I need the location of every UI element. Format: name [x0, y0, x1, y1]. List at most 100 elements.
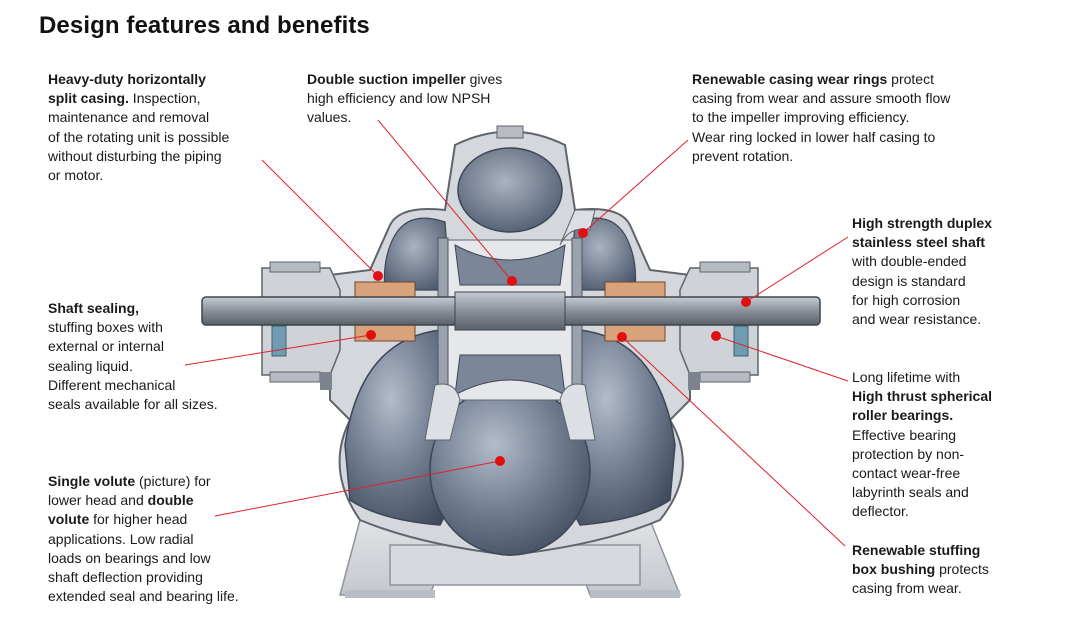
callout-shaft-sealing: Shaft sealing, stuffing boxes with externa… [48, 299, 218, 414]
callout-line: casing from wear. [852, 579, 989, 598]
callout-text: Effective bearing [852, 426, 957, 443]
callout-line: loads on bearings and low [48, 549, 239, 568]
callout-text: Long lifetime with [852, 369, 961, 385]
callout-line: Effective bearing [852, 426, 992, 445]
red-callout-dot [495, 456, 505, 466]
callout-line: extended seal and bearing life. [48, 587, 239, 606]
callout-text: Inspection, [128, 90, 201, 107]
callout-bold-text: Single volute [48, 473, 136, 489]
callout-line: shaft deflection providing [48, 568, 239, 587]
callout-line: prevent rotation. [692, 147, 950, 166]
callout-text: stuffing boxes with [48, 319, 163, 336]
callout-line: deflector. [852, 502, 992, 521]
callout-text: with double-ended [852, 253, 967, 270]
bearing-housing-left [261, 261, 341, 390]
callout-line: protection by non- [852, 445, 992, 464]
callout-text: without disturbing the piping [48, 147, 222, 164]
callout-line: and wear resistance. [852, 310, 992, 329]
callout-line: design is standard [852, 272, 992, 291]
callout-line: applications. Low radial [48, 530, 239, 549]
callout-line: Different mechanical [48, 376, 218, 395]
callout-bold-text: Shaft sealing, [48, 300, 140, 316]
callout-text: deflector. [852, 503, 909, 520]
callout-bold-text: split casing. [48, 90, 129, 107]
callout-bold-text: Renewable stuffing [852, 542, 981, 558]
callout-line: Wear ring locked in lower half casing to [692, 128, 950, 147]
bearing-housing-right [679, 261, 759, 390]
red-callout-dot [711, 331, 721, 341]
callout-text: for higher head [89, 511, 188, 528]
callout-text: casing from wear. [852, 580, 962, 597]
callout-text: lower head and [48, 492, 148, 509]
callout-bold-text: Double suction impeller [307, 71, 466, 87]
callout-text: Different mechanical [48, 376, 176, 393]
callout-text: protection by non- [852, 445, 965, 462]
callout-text: protects [935, 561, 989, 578]
callout-text: labyrinth seals and [852, 484, 969, 501]
callout-bold-text: Heavy-duty horizontally [48, 71, 206, 87]
callout-line: of the rotating unit is possible [48, 128, 229, 147]
callout-line: Renewable stuffing [852, 541, 989, 560]
callout-text: casing from wear and assure smooth flow [692, 90, 951, 107]
red-callout-dot [617, 332, 627, 342]
red-callout-dot [741, 297, 751, 307]
callout-text: high efficiency and low NPSH [307, 90, 491, 107]
callout-text: or motor. [48, 167, 104, 184]
callout-dots [366, 228, 751, 466]
callout-line: High strength duplex [852, 214, 992, 233]
callout-text: applications. Low radial [48, 530, 194, 547]
callout-text: contact wear-free [852, 465, 961, 482]
leader-lines [184, 119, 849, 547]
callout-line: roller bearings. [852, 406, 992, 425]
callout-text: sealing liquid. [48, 357, 133, 374]
callout-split-casing: Heavy-duty horizontally split casing. Ins… [48, 70, 229, 185]
callout-line: or motor. [48, 166, 229, 185]
callout-line: with double-ended [852, 252, 992, 271]
callout-line: stainless steel shaft [852, 233, 992, 252]
callout-line: external or internal [48, 337, 218, 356]
callout-text: prevent rotation. [692, 147, 794, 164]
red-callout-dot [366, 330, 376, 340]
callout-line: stuffing boxes with [48, 318, 218, 337]
callout-line: to the impeller improving efficiency. [692, 108, 950, 127]
callout-bold-text: High thrust spherical [852, 388, 993, 405]
callout-line: maintenance and removal [48, 108, 229, 127]
callout-line: box bushing protects [852, 560, 989, 579]
callout-text: to the impeller improving efficiency. [692, 109, 910, 126]
callout-line: split casing. Inspection, [48, 89, 229, 108]
callout-text: external or internal [48, 338, 164, 355]
callout-line: for high corrosion [852, 291, 992, 310]
callout-line: High thrust spherical [852, 387, 992, 406]
shaft [201, 291, 821, 331]
callout-text: (picture) for [135, 473, 211, 489]
callout-text: values. [307, 109, 352, 126]
callout-text: of the rotating unit is possible [48, 128, 230, 145]
callout-text: Wear ring locked in lower half casing to [692, 128, 936, 145]
callout-line: Shaft sealing, [48, 299, 218, 318]
callout-line: Long lifetime with [852, 368, 992, 387]
red-callout-dot [373, 271, 383, 281]
callout-text: extended seal and bearing life. [48, 588, 239, 605]
callout-line: Heavy-duty horizontally [48, 70, 229, 89]
callout-bold-text: roller bearings. [852, 407, 954, 424]
callout-text: and wear resistance. [852, 311, 982, 328]
page-title: Design features and benefits [39, 12, 370, 39]
callout-text: shaft deflection providing [48, 569, 203, 586]
callout-bold-text: Renewable casing wear rings [692, 71, 888, 87]
callout-text: loads on bearings and low [48, 549, 211, 566]
callout-text: gives [465, 71, 503, 87]
callout-line: seals available for all sizes. [48, 395, 218, 414]
callout-text: protect [887, 71, 934, 87]
callout-line: high efficiency and low NPSH [307, 89, 502, 108]
callout-line: casing from wear and assure smooth flow [692, 89, 950, 108]
callout-line: Double suction impeller gives [307, 70, 502, 89]
callout-line: contact wear-free [852, 464, 992, 483]
callout-text: design is standard [852, 272, 966, 289]
red-callout-dot [578, 228, 588, 238]
callout-line: values. [307, 108, 502, 127]
callout-bold-text: stainless steel shaft [852, 234, 986, 251]
callout-bold-text: box bushing [852, 561, 936, 578]
